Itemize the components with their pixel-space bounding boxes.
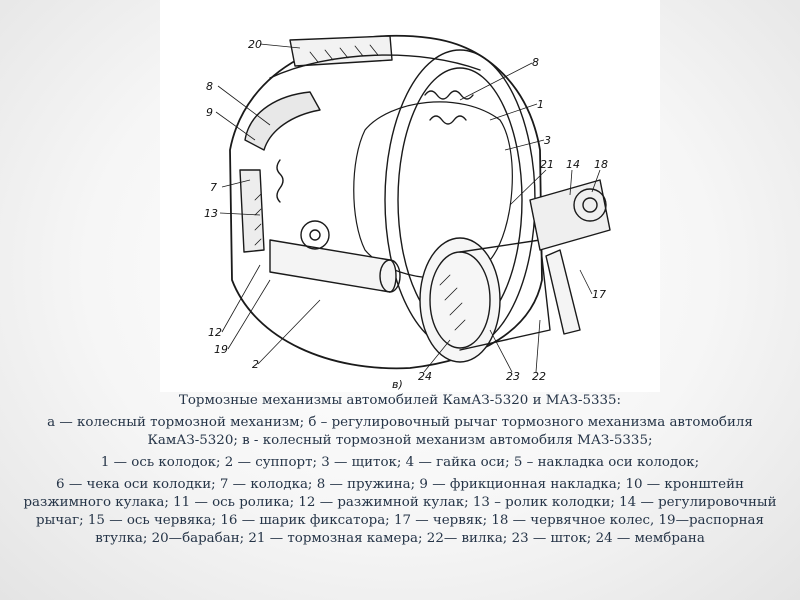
label-17: 17	[592, 288, 606, 301]
label-22: 22	[532, 370, 546, 383]
label-14: 14	[566, 158, 580, 171]
label-3: 3	[544, 134, 551, 147]
label-20: 20	[248, 38, 262, 51]
label-24: 24	[418, 370, 432, 383]
label-18: 18	[594, 158, 608, 171]
label-8-left: 8	[206, 80, 213, 93]
caption-title: Тормозные механизмы автомобилей КамАЗ-53…	[178, 393, 622, 408]
label-2: 2	[252, 358, 259, 371]
caption-views: а — колесный тормозной механизм; б – рег…	[47, 415, 753, 448]
label-view-v: в)	[392, 378, 403, 391]
brake-mechanism-drawing: 20 8 9 7 13 12 19 2 8 1 3 21 14 18 17 22…	[160, 0, 660, 392]
label-9: 9	[206, 106, 213, 119]
caption: Тормозные механизмы автомобилей КамАЗ-53…	[14, 392, 786, 552]
caption-legend-part2: 6 — чека оси колодки; 7 — колодка; 8 — п…	[23, 477, 777, 546]
label-21: 21	[540, 158, 554, 171]
label-7: 7	[210, 181, 217, 194]
label-13: 13	[204, 207, 218, 220]
label-1: 1	[537, 98, 544, 111]
brake-mechanism-svg: 20 8 9 7 13 12 19 2 8 1 3 21 14 18 17 22…	[204, 34, 611, 391]
label-23: 23	[506, 370, 520, 383]
label-19: 19	[214, 343, 228, 356]
label-8-right: 8	[532, 56, 539, 69]
label-12: 12	[208, 326, 222, 339]
caption-legend-part1: 1 — ось колодок; 2 — суппорт; 3 — щиток;…	[100, 455, 700, 470]
